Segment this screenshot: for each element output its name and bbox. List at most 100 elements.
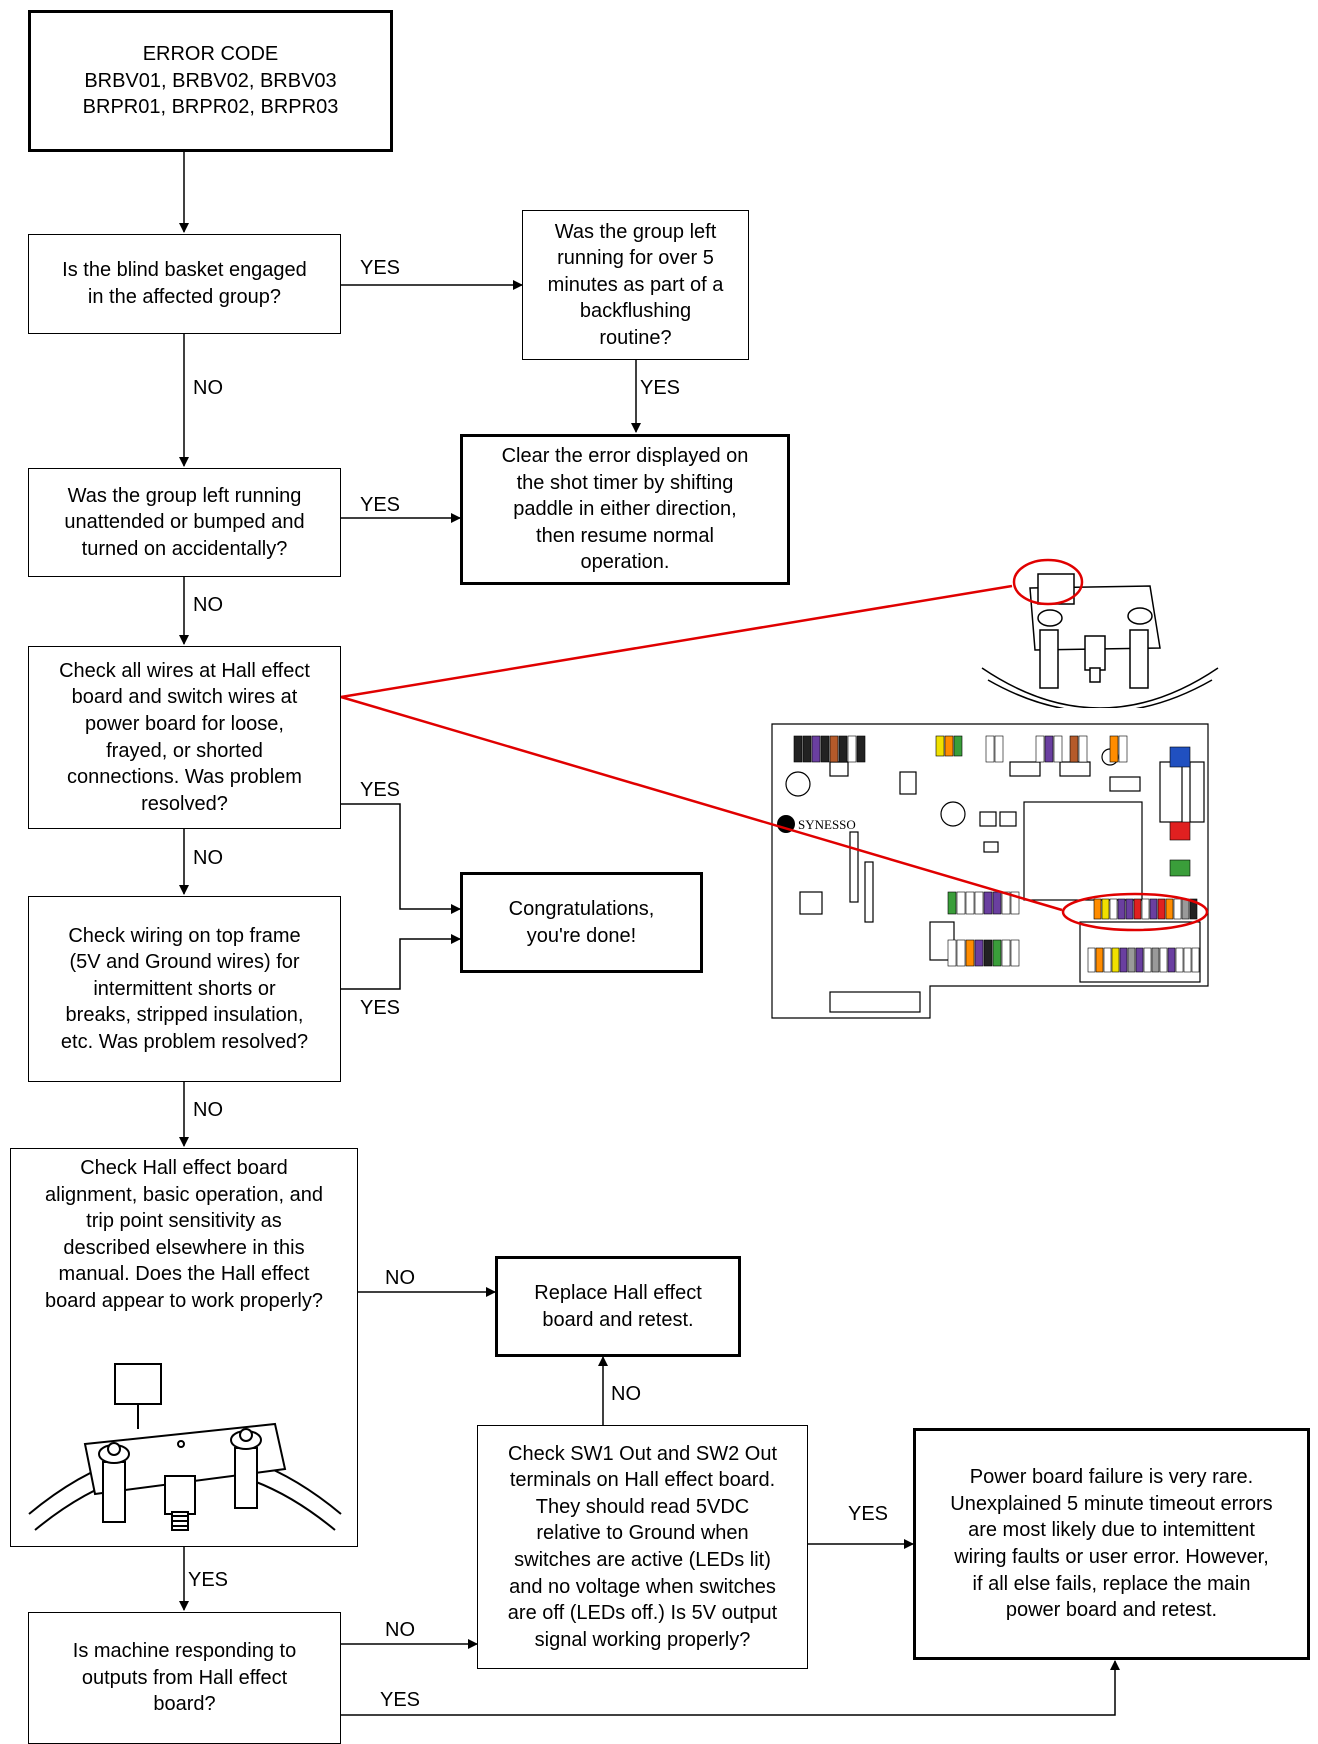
terminal-pin [793, 735, 803, 763]
terminal-pin [1125, 898, 1134, 920]
label-left-yes: YES [360, 494, 401, 516]
terminal-pin [829, 735, 839, 763]
terminal-pin [1001, 891, 1011, 915]
terminal-pin [1173, 898, 1182, 920]
terminal-pin [856, 735, 866, 763]
label-backflush-yes: YES [640, 377, 681, 399]
label-sw-no: NO [611, 1383, 641, 1405]
terminal-pin [974, 891, 984, 915]
terminal-pin [802, 735, 812, 763]
hall-board-detail-illustration [981, 573, 1219, 708]
terminal-pin [1069, 735, 1079, 763]
terminal-pin [1189, 898, 1198, 920]
arrow-frame-yes [341, 934, 461, 990]
terminal-pin [1119, 947, 1128, 973]
terminal-pin [1175, 947, 1184, 973]
terminal-pin [1169, 746, 1191, 768]
terminal-pin [1087, 947, 1096, 973]
terminal-pin [1149, 898, 1158, 920]
terminal-pin [838, 735, 848, 763]
terminal-pin [1167, 947, 1176, 973]
terminal-pin [820, 735, 830, 763]
terminal-pin [1169, 821, 1191, 841]
terminal-pin [1118, 735, 1128, 763]
terminal-pin [1001, 939, 1011, 967]
label-basket-yes: YES [360, 257, 401, 279]
label-wires-no: NO [193, 847, 223, 869]
terminal-pin [1169, 859, 1191, 877]
terminal-pin [1111, 947, 1120, 973]
terminal-pin [1044, 735, 1054, 763]
terminal-pin [1078, 735, 1088, 763]
terminal-pin [1109, 735, 1119, 763]
label-frame-no: NO [193, 1099, 223, 1121]
terminal-pin [935, 735, 945, 757]
blind-basket-question: Is the blind basket engaged in the affec… [28, 234, 341, 334]
terminal-pin [1103, 947, 1112, 973]
terminal-pin [965, 939, 975, 967]
terminal-pin [1143, 947, 1152, 973]
terminal-pin [1181, 898, 1190, 920]
terminal-pin [1035, 735, 1045, 763]
terminal-pin [1151, 947, 1160, 973]
left-running-question: Was the group left running unattended or… [28, 468, 341, 577]
label-machine-yes: YES [380, 1689, 421, 1711]
check-wires-question: Check all wires at Hall effect board and… [28, 646, 341, 829]
power-board-illustration: SYNESSO [770, 722, 1210, 1020]
label-wires-yes: YES [360, 779, 401, 801]
label-left-no: NO [193, 594, 223, 616]
check-hall-board-question: Check Hall effect board alignment, basic… [10, 1148, 358, 1547]
terminal-pin [992, 939, 1002, 967]
terminal-pin [947, 939, 957, 967]
synesso-logo: SYNESSO [798, 817, 856, 832]
backflush-question: Was the group left running for over 5 mi… [522, 210, 749, 360]
terminal-pin [1109, 898, 1118, 920]
replace-hall-board-box: Replace Hall effect board and retest. [495, 1256, 741, 1357]
terminal-pin [944, 735, 954, 757]
congratulations-box: Congratulations, you're done! [460, 872, 703, 973]
terminal-pin [956, 939, 966, 967]
label-basket-no: NO [193, 377, 223, 399]
label-frame-yes: YES [360, 997, 401, 1019]
label-sw-yes: YES [848, 1503, 889, 1525]
label-hall-no: NO [385, 1267, 415, 1289]
terminal-pin [974, 939, 984, 967]
terminal-pin [947, 891, 957, 915]
terminal-pin [1141, 898, 1150, 920]
terminal-pin [992, 891, 1002, 915]
terminal-pin [1159, 947, 1168, 973]
terminal-pin [1157, 898, 1166, 920]
terminal-pin [983, 939, 993, 967]
terminal-pin [1165, 898, 1174, 920]
label-hall-yes: YES [188, 1569, 229, 1591]
check-hall-board-text: Check Hall effect board alignment, basic… [45, 1157, 323, 1312]
terminal-pin [1093, 898, 1102, 920]
check-top-frame-question: Check wiring on top frame (5V and Ground… [28, 896, 341, 1082]
terminal-pin [1095, 947, 1104, 973]
terminal-pin [965, 891, 975, 915]
terminal-pin [1117, 898, 1126, 920]
terminal-pin [1010, 939, 1020, 967]
terminal-pin [1127, 947, 1136, 973]
clear-error-box: Clear the error displayed on the shot ti… [460, 434, 790, 585]
terminal-pin [1053, 735, 1063, 763]
terminal-pin [983, 891, 993, 915]
hall-effect-board-illustration [28, 1363, 342, 1531]
terminal-pin [1010, 891, 1020, 915]
arrow-machine-yes [341, 1660, 1120, 1716]
terminal-pin [994, 735, 1004, 763]
terminal-pin [811, 735, 821, 763]
terminal-pin [847, 735, 857, 763]
terminal-pin [1133, 898, 1142, 920]
error-code-box: ERROR CODE BRBV01, BRBV02, BRBV03 BRPR01… [28, 10, 393, 152]
terminal-pin [1135, 947, 1144, 973]
terminal-pin [953, 735, 963, 757]
terminal-pin [956, 891, 966, 915]
power-board-failure-box: Power board failure is very rare. Unexpl… [913, 1428, 1310, 1660]
check-sw-output-question: Check SW1 Out and SW2 Out terminals on H… [477, 1425, 808, 1669]
terminal-pin [1101, 898, 1110, 920]
terminal-pin [1191, 947, 1200, 973]
machine-responding-question: Is machine responding to outputs from Ha… [28, 1612, 341, 1744]
terminal-pin [985, 735, 995, 763]
terminal-pin [1183, 947, 1192, 973]
